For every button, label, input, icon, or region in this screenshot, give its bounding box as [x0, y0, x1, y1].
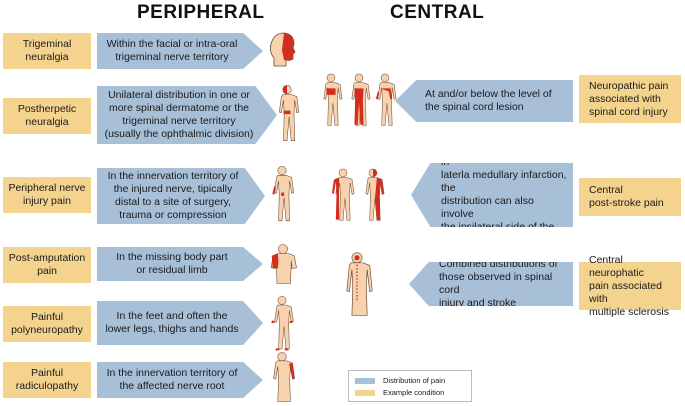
condition-trigeminal-neuralgia: Trigeminal neuralgia	[3, 33, 91, 69]
body-front-icon	[273, 84, 301, 147]
condition-postherpetic-neuralgia: Postherpetic neuralgia	[3, 98, 91, 134]
distribution-trigeminal: Within the facial or intra-oral trigemin…	[97, 33, 263, 69]
distribution-post-amputation: In the missing body part or residual lim…	[97, 247, 263, 281]
distribution-spinal-cord: At and/or below the level of the spinal …	[395, 80, 573, 122]
distribution-multiple-sclerosis: Combined distributions of those observed…	[409, 262, 573, 306]
legend-condition-label: Example condition	[383, 388, 445, 397]
legend: Distribution of pain Example condition	[348, 370, 472, 402]
legs-icon	[271, 295, 296, 351]
body-front-icon	[331, 162, 356, 232]
body-front-icon	[375, 66, 398, 138]
peripheral-header: PERIPHERAL	[137, 2, 265, 23]
legend-condition: Example condition	[355, 388, 444, 397]
arm-icon	[273, 352, 295, 402]
head-profile-icon	[270, 32, 296, 67]
distribution-radiculopathy: In the innervation territory of the affe…	[97, 362, 263, 398]
legend-distribution: Distribution of pain	[355, 376, 445, 385]
condition-post-amputation: Post-amputation pain	[3, 247, 91, 283]
condition-multiple-sclerosis: Central neurophatic pain associated with…	[579, 254, 681, 318]
condition-painful-polyneuropathy: Painful polyneuropathy	[3, 306, 91, 342]
distribution-post-stroke: Contralateral to the stroke: in laterla …	[411, 163, 573, 227]
body-front-icon	[360, 162, 386, 232]
distribution-peripheral-nerve: In the innervation territory of the inju…	[97, 168, 265, 224]
body-back-icon	[346, 252, 373, 316]
condition-central-post-stroke: Central post-stroke pain	[579, 178, 681, 216]
condition-spinal-cord-injury: Neuropathic pain associated with spinal …	[579, 75, 681, 123]
distribution-polyneuropathy: In the feet and often the lower legs, th…	[97, 301, 263, 345]
distribution-postherpetic: Unilateral distribution in one or more s…	[97, 86, 277, 144]
body-front-icon	[346, 66, 372, 138]
condition-painful-radiculopathy: Painful radiculopathy	[3, 362, 91, 398]
condition-peripheral-nerve-injury: Peripheral nerve injury pain	[3, 177, 91, 213]
body-back-icon	[272, 165, 296, 227]
central-header: CENTRAL	[390, 2, 485, 23]
torso-icon	[270, 244, 297, 284]
condition-swatch	[355, 389, 375, 396]
distribution-swatch	[355, 377, 375, 384]
legend-distribution-label: Distribution of pain	[383, 376, 446, 385]
body-front-icon	[318, 66, 344, 138]
